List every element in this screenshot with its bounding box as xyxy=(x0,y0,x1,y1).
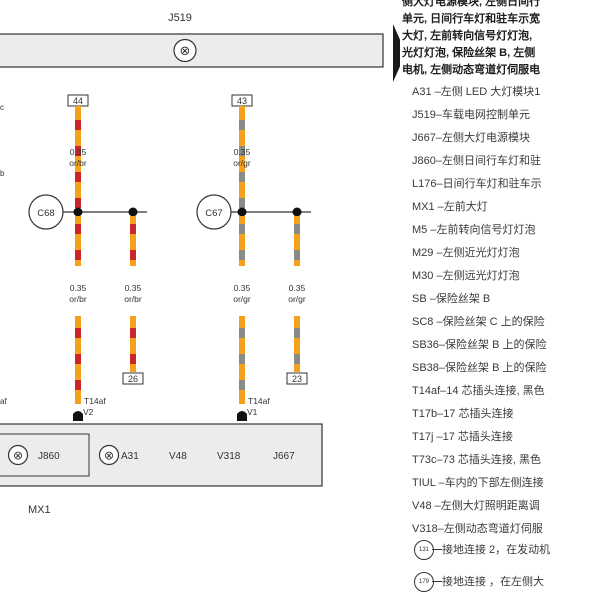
wire-color-c68-main: or/br xyxy=(69,294,87,304)
wire-or-gr-43 xyxy=(239,106,245,208)
wire-or-gr-branch xyxy=(294,216,300,266)
ground-point-179-leader xyxy=(432,581,442,582)
junction-c67-dot-b xyxy=(292,207,302,217)
wire-or-gr-branch-lower xyxy=(294,316,300,372)
legend-item-tiul: TIUL –车内的下部左侧连接 xyxy=(412,477,544,489)
pin-26-label: 26 xyxy=(128,374,138,384)
a31-label: A31 xyxy=(121,451,139,462)
legend-item-v48: V48 –左侧大灯照明距离调 xyxy=(412,500,540,512)
description-line-4: 光灯灯泡, 保险丝架 B, 左侧 xyxy=(402,47,536,59)
v318-label: V318 xyxy=(217,451,241,462)
legend-item-t73c: T73c–73 芯插头连接, 黑色 xyxy=(412,454,541,466)
wire-color-c67-main: or/gr xyxy=(233,294,251,304)
wire-size-c67-main: 0.35 xyxy=(234,283,251,293)
junction-c68-label: C68 xyxy=(37,208,54,219)
junction-c68-dot-b xyxy=(128,207,138,217)
pin-43-label: 43 xyxy=(237,96,247,106)
ground-point-179-text: 接地连接 ，在左侧大 xyxy=(442,576,545,588)
circuit-diagram: J519 ⊗ c b af 44 43 0.35 or/br 0.35 or/g… xyxy=(0,12,400,516)
connector-t14af-label-a: T14af xyxy=(84,396,106,406)
j860-bulb-icon xyxy=(7,444,29,466)
wire-size-c67-branch: 0.35 xyxy=(289,283,306,293)
connector-pin-v1: V1 xyxy=(247,407,258,417)
legend-item-sb38: SB38–保险丝架 B 上的保险 xyxy=(412,362,547,374)
legend-item-sb36: SB36–保险丝架 B 上的保险 xyxy=(412,339,547,351)
wire-size-43: 0.35 xyxy=(234,147,251,157)
legend-item-a31: A31 –左侧 LED 大灯模块1 xyxy=(412,86,541,98)
pin-box-23 xyxy=(286,372,308,385)
wire-or-br-branch-lower xyxy=(130,316,136,372)
wire-or-gr-main-lower xyxy=(239,316,245,404)
junction-c67-dot-a xyxy=(237,207,247,217)
junction-c67-label: C67 xyxy=(205,208,222,219)
legend-item-m30: M30 –左侧远光灯灯泡 xyxy=(412,270,520,282)
ground-point-179-icon: 179 xyxy=(414,572,434,592)
pin-44-label: 44 xyxy=(73,96,83,106)
description-line-1: 侧大灯电源模块, 左侧日间行 xyxy=(402,0,541,8)
wire-color-44: or/br xyxy=(69,158,87,168)
wire-size-c68-main: 0.35 xyxy=(70,283,87,293)
j667-label: J667 xyxy=(273,451,295,462)
wire-size-c68-branch: 0.35 xyxy=(125,283,142,293)
a31-bulb-icon xyxy=(98,444,120,466)
wire-size-44: 0.35 xyxy=(70,147,87,157)
page-continue-arrow-icon xyxy=(393,24,400,82)
legend-item-j667: J667–左侧大灯电源模块 xyxy=(412,132,530,144)
description-line-5: 电机, 左侧动态弯道灯伺服电 xyxy=(402,64,541,76)
wire-color-43: or/gr xyxy=(233,158,251,168)
pin-box-26 xyxy=(122,372,144,385)
ground-point-131-text: 接地连接 2，在发动机 xyxy=(442,544,551,556)
j519-bulb-icon xyxy=(173,38,197,63)
legend-item-t17j: T17j –17 芯插头连接 xyxy=(412,431,513,443)
wire-color-c67-branch: or/gr xyxy=(288,294,306,304)
connector-arrow-v2-icon xyxy=(73,411,83,421)
description-line-2: 单元, 日间行车灯和驻车示宽 xyxy=(402,13,541,25)
legend-item-j519: J519–车载电网控制单元 xyxy=(412,109,530,121)
j519-bulb-symbol: ⊗ xyxy=(180,44,191,59)
wire-or-br-branch xyxy=(130,216,136,266)
junction-c68-dot-a xyxy=(73,207,83,217)
ground-point-131-icon: 131 xyxy=(414,540,434,560)
v48-label: V48 xyxy=(169,451,187,462)
legend-item-v318: V318–左侧动态弯道灯伺服 xyxy=(412,523,543,535)
legend-item-l176: L176–日间行车灯和驻车示 xyxy=(412,178,542,190)
wire-or-br-44 xyxy=(75,106,81,208)
j519-label: J519 xyxy=(168,12,192,24)
legend-item-m5: M5 –左前转向信号灯灯泡 xyxy=(412,224,536,236)
legend-item-m29: M29 –左侧近光灯灯泡 xyxy=(412,247,520,259)
mx1-label: MX1 xyxy=(28,504,51,516)
a31-bulb-symbol: ⊗ xyxy=(104,449,114,463)
edge-label-b: b xyxy=(0,169,5,178)
connector-pin-v2: V2 xyxy=(83,407,94,417)
wire-or-br-main xyxy=(75,216,81,266)
connector-arrow-v1-icon xyxy=(237,411,247,421)
legend-item-sb: SB –保险丝架 B xyxy=(412,293,491,305)
connector-t14af-label-b: T14af xyxy=(248,396,270,406)
wire-or-gr-main xyxy=(239,216,245,266)
wire-color-c68-branch: or/br xyxy=(124,294,142,304)
legend-item-t17b: T17b–17 芯插头连接 xyxy=(412,408,514,420)
edge-label-af: af xyxy=(0,397,7,406)
ground-point-131-leader xyxy=(432,549,442,550)
description-line-3: 大灯, 左前转向信号灯灯泡, xyxy=(402,30,533,42)
j860-label: J860 xyxy=(38,451,60,462)
edge-label-c: c xyxy=(0,103,4,112)
wire-or-br-main-lower xyxy=(75,316,81,404)
legend-item-mx1: MX1 –左前大灯 xyxy=(412,201,488,213)
j860-bulb-symbol: ⊗ xyxy=(13,449,23,463)
legend-item-sc8: SC8 –保险丝架 C 上的保险 xyxy=(412,316,545,328)
legend-item-t14af: T14af–14 芯插头连接, 黑色 xyxy=(412,385,545,397)
legend-item-j860: J860–左侧日间行车灯和驻 xyxy=(412,155,541,167)
pin-23-label: 23 xyxy=(292,374,302,384)
